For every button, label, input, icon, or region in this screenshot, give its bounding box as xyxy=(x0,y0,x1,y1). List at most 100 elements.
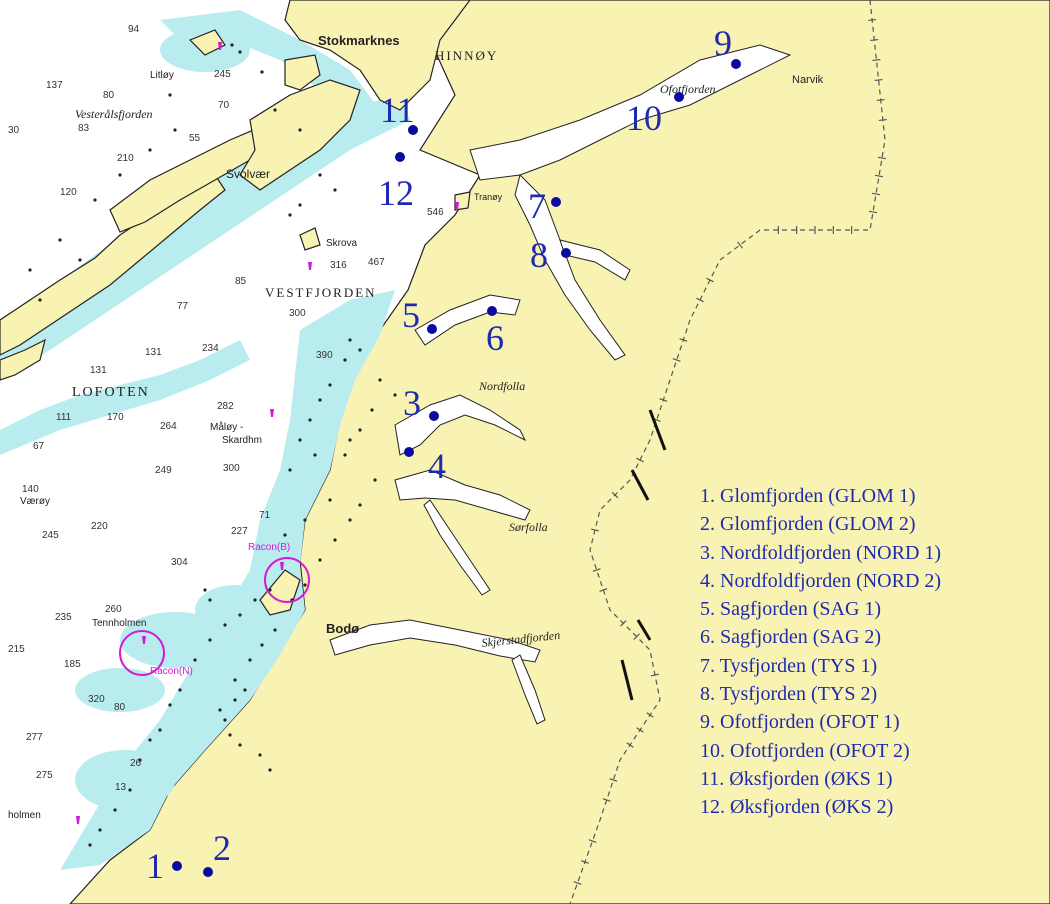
skerry-dot xyxy=(358,348,362,352)
legend-item: 12. Øksfjorden (ØKS 2) xyxy=(700,796,894,819)
site-number-12: 12 xyxy=(378,173,414,213)
border-tick xyxy=(581,860,589,864)
place-skrova: Skrova xyxy=(326,238,358,249)
border-tick xyxy=(599,588,608,592)
shallow-waters xyxy=(0,10,410,870)
depth-label: 55 xyxy=(189,133,201,144)
racon-n-label: Racon(N) xyxy=(150,666,193,677)
skerry-dot xyxy=(253,598,257,602)
depth-label: 215 xyxy=(8,644,25,655)
skerry-dot xyxy=(78,258,82,262)
depth-label: 26 xyxy=(130,758,142,769)
place-stokmarknes: Stokmarknes xyxy=(318,33,400,48)
border-tick xyxy=(620,620,627,627)
skerry-dot xyxy=(173,128,177,132)
site-marker-9 xyxy=(731,59,741,69)
skerry-dot xyxy=(118,173,122,177)
depth-label: 210 xyxy=(117,153,134,164)
depth-label: 80 xyxy=(103,90,115,101)
depth-label: 131 xyxy=(90,365,107,376)
place-narvik: Narvik xyxy=(792,74,824,86)
skerry-dot xyxy=(308,418,312,422)
border-tick xyxy=(877,156,887,160)
depth-label: 234 xyxy=(202,343,219,354)
skerry-dot xyxy=(348,438,352,442)
depth-label: 316 xyxy=(330,260,347,271)
skerry-dot xyxy=(243,688,247,692)
hinnoy xyxy=(284,0,471,111)
skerry-dot xyxy=(233,678,237,682)
depth-label: 111 xyxy=(56,412,72,423)
island-tranoy xyxy=(454,191,471,211)
skerry-dot xyxy=(298,438,302,442)
shallow-band-coast xyxy=(60,290,395,870)
skerry-dot xyxy=(148,148,152,152)
border-tick xyxy=(679,338,688,342)
skerry-dot xyxy=(28,268,32,272)
depth-label: 277 xyxy=(26,732,43,743)
skerry-dot xyxy=(303,518,307,522)
skerry-dot xyxy=(113,808,117,812)
skerry-dot xyxy=(373,478,377,482)
place-lofoten: LOFOTEN xyxy=(72,385,150,400)
skerry-dot xyxy=(273,108,277,112)
skerry-dot xyxy=(370,408,374,412)
depth-label: 71 xyxy=(259,510,271,521)
depth-label: 390 xyxy=(316,350,333,361)
shallow-south xyxy=(75,750,175,810)
border-tick xyxy=(868,210,878,214)
border-tick xyxy=(573,881,582,885)
site-number-10: 10 xyxy=(626,98,662,138)
site-marker-6 xyxy=(487,306,497,316)
skerry-dot xyxy=(208,638,212,642)
border-tick xyxy=(870,38,879,42)
skerries xyxy=(28,43,397,847)
site-marker-5 xyxy=(427,324,437,334)
border-tick xyxy=(874,78,883,82)
legend-item: 7. Tysfjorden (TYS 1) xyxy=(700,654,878,677)
border-tick xyxy=(874,174,884,178)
skerry-dot xyxy=(208,598,212,602)
place-moloy: Måløy - xyxy=(210,421,243,433)
legend-item: 10. Ofotfjorden (OFOT 2) xyxy=(700,739,910,762)
beacon-icon xyxy=(308,262,312,270)
depth-label: 70 xyxy=(218,100,230,111)
depth-label: 320 xyxy=(88,694,105,705)
skerry-dot xyxy=(273,628,277,632)
site-number-7: 7 xyxy=(528,186,546,226)
place-hinnoy: HINNØY xyxy=(435,48,498,63)
skerry-dot xyxy=(168,703,172,707)
depth-label: 300 xyxy=(289,308,306,319)
sorfolla-arm xyxy=(423,499,491,596)
border-tick xyxy=(646,712,654,718)
skerry-dot xyxy=(128,788,132,792)
border-tick xyxy=(611,491,619,499)
depth-label: 120 xyxy=(60,187,77,198)
skerry-dot xyxy=(238,743,242,747)
legend-item: 8. Tysfjorden (TYS 2) xyxy=(700,683,878,706)
depth-label: 185 xyxy=(64,659,81,670)
legend-item: 9. Ofotfjorden (OFOT 1) xyxy=(700,711,900,734)
shallow-band-lofoten xyxy=(0,95,410,380)
skerry-dot xyxy=(358,503,362,507)
site-number-3: 3 xyxy=(403,383,421,423)
racon-n-circle xyxy=(119,630,165,676)
site-legend: 1. Glomfjorden (GLOM 1) 2. Glomfjorden (… xyxy=(700,482,1045,822)
skjerstadfjorden-water xyxy=(329,619,541,663)
site-marker-8 xyxy=(561,248,571,258)
skjerstad-arm xyxy=(511,654,546,725)
place-holmen: holmen xyxy=(8,810,41,821)
skerry-dot xyxy=(203,588,207,592)
depth-label: 260 xyxy=(105,604,122,615)
skerry-dot xyxy=(260,70,264,74)
site-number-4: 4 xyxy=(428,446,446,486)
legend-item: 3. Nordfoldfjorden (NORD 1) xyxy=(700,541,942,564)
site-number-1: 1 xyxy=(146,846,164,886)
depth-label: 264 xyxy=(160,421,177,432)
border-bold-segment xyxy=(620,659,634,701)
skerry-dot xyxy=(218,708,222,712)
skerry-dot xyxy=(98,828,102,832)
island-skrova xyxy=(299,227,321,251)
sorfolla-water xyxy=(394,469,531,521)
